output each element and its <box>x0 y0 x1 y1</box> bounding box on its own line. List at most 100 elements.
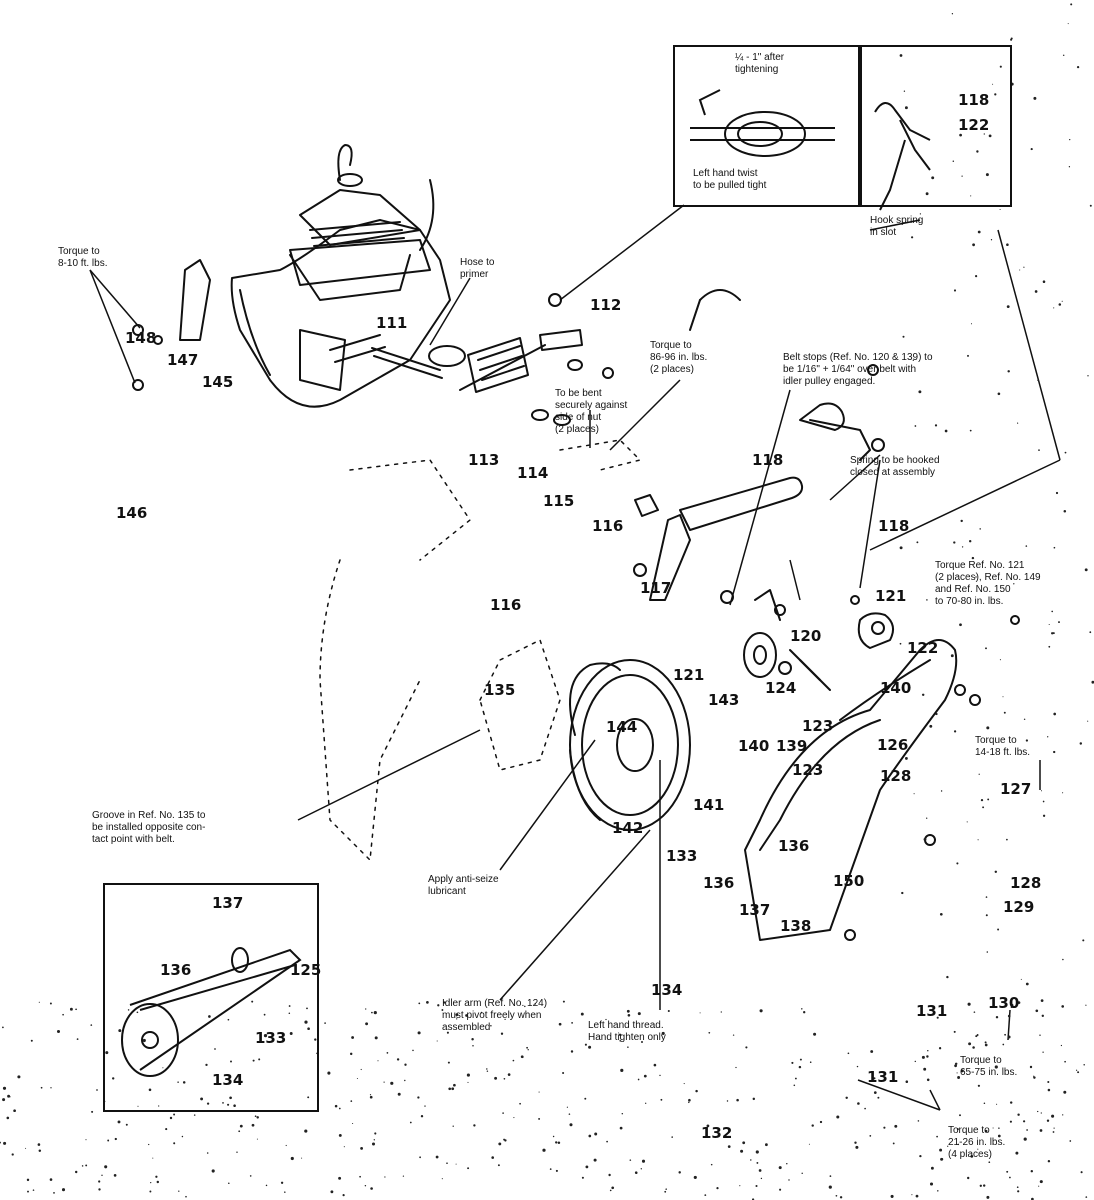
scan-speck <box>360 1068 362 1071</box>
scan-speck <box>307 1096 310 1099</box>
scan-speck <box>497 1164 500 1167</box>
scan-speck <box>112 1077 115 1080</box>
scan-speck <box>803 1011 806 1014</box>
scan-speck <box>424 1105 426 1107</box>
belt-inset-part-137: 137 <box>212 894 244 912</box>
scan-speck <box>912 359 914 361</box>
scan-speck <box>910 236 914 239</box>
primer-hose <box>419 179 435 251</box>
note-hose-to-primer: Hose to primer <box>460 257 495 280</box>
scan-speck <box>158 1105 160 1107</box>
scan-speck <box>443 1001 446 1004</box>
scan-speck <box>786 1162 788 1165</box>
scan-speck <box>972 243 975 247</box>
scan-speck <box>137 1105 139 1107</box>
part-number-146: 146 <box>116 504 148 522</box>
scan-speck <box>618 1033 622 1037</box>
scan-speck <box>327 1071 331 1075</box>
scan-speck <box>637 1012 641 1016</box>
scan-speck <box>883 1126 886 1129</box>
scan-speck <box>986 951 989 953</box>
scan-speck <box>940 790 943 792</box>
scan-speck <box>1039 1034 1041 1036</box>
scan-speck <box>504 1139 507 1142</box>
scan-speck <box>986 1195 990 1199</box>
scan-speck <box>640 1168 642 1170</box>
scan-speck <box>142 1038 146 1043</box>
scan-speck <box>1062 54 1065 57</box>
scan-speck <box>452 1125 454 1127</box>
scan-speck <box>371 1011 373 1014</box>
scan-speck <box>177 1081 179 1083</box>
scan-speck <box>1017 1190 1020 1193</box>
note-spring-hooked: Spring to be hooked closed at assembly <box>850 455 940 478</box>
scan-speck <box>1019 269 1021 271</box>
scan-speck <box>40 1086 43 1089</box>
scan-speck <box>330 1190 334 1194</box>
scan-speck <box>1009 1120 1012 1123</box>
scan-speck <box>936 1016 939 1019</box>
scan-speck <box>500 1032 504 1035</box>
scan-speck <box>211 1169 215 1173</box>
scan-speck <box>418 1002 421 1005</box>
scan-speck <box>228 1182 230 1185</box>
scan-speck <box>437 1004 440 1007</box>
scan-speck <box>417 1096 420 1099</box>
scan-speck <box>85 1164 88 1167</box>
scan-speck <box>926 1078 930 1082</box>
scan-speck <box>986 726 990 730</box>
scan-speck <box>557 1141 561 1144</box>
scan-speck <box>105 1051 109 1055</box>
scan-speck <box>252 1059 255 1062</box>
scan-speck <box>471 1037 474 1041</box>
scan-speck <box>441 1009 444 1011</box>
scan-speck <box>735 1066 737 1069</box>
scan-speck <box>732 1034 735 1036</box>
scan-speck <box>1004 1033 1006 1036</box>
scan-speck <box>1009 1176 1011 1179</box>
scan-speck <box>412 1049 414 1052</box>
scan-speck <box>819 1120 823 1124</box>
scan-speck <box>845 1096 848 1100</box>
part-number-112: 112 <box>590 296 622 314</box>
scan-speck <box>915 1194 919 1198</box>
part-number-118: 118 <box>752 451 784 469</box>
scan-speck <box>1010 1003 1014 1007</box>
scan-speck <box>813 1032 817 1036</box>
scan-speck <box>373 1011 377 1015</box>
scan-speck <box>1053 546 1056 549</box>
scan-speck <box>997 1134 1001 1138</box>
scan-speck <box>857 1102 860 1105</box>
scan-speck <box>229 1096 232 1100</box>
part-number-116-lower: 116 <box>490 596 522 614</box>
scan-speck <box>1082 939 1085 942</box>
scan-speck <box>552 1135 555 1138</box>
scan-speck <box>288 1012 291 1014</box>
scan-speck <box>917 1120 920 1122</box>
part-number-138-right: 128 <box>1010 874 1042 892</box>
scan-speck <box>961 546 964 548</box>
part-number-116: 116 <box>592 517 624 535</box>
scan-speck <box>931 176 935 180</box>
scan-speck <box>1062 1114 1064 1116</box>
scan-speck <box>953 1030 956 1033</box>
scan-speck <box>365 1022 369 1026</box>
scan-speck <box>350 1100 353 1102</box>
scan-speck <box>404 1063 407 1066</box>
scan-speck <box>710 1163 713 1166</box>
scan-speck <box>892 1142 895 1145</box>
scan-speck <box>426 1001 429 1004</box>
scan-speck <box>911 1194 913 1196</box>
primer-112 <box>539 329 583 351</box>
scan-speck <box>1039 1129 1043 1132</box>
scan-speck <box>566 1106 568 1108</box>
scan-speck <box>1047 1080 1050 1084</box>
scan-speck <box>1037 379 1039 382</box>
scan-speck <box>17 1075 21 1079</box>
scan-speck <box>695 1089 698 1093</box>
scan-speck <box>91 1110 94 1113</box>
pulley-137 <box>743 632 777 678</box>
scan-speck <box>594 1132 598 1136</box>
scan-speck <box>626 1009 630 1013</box>
